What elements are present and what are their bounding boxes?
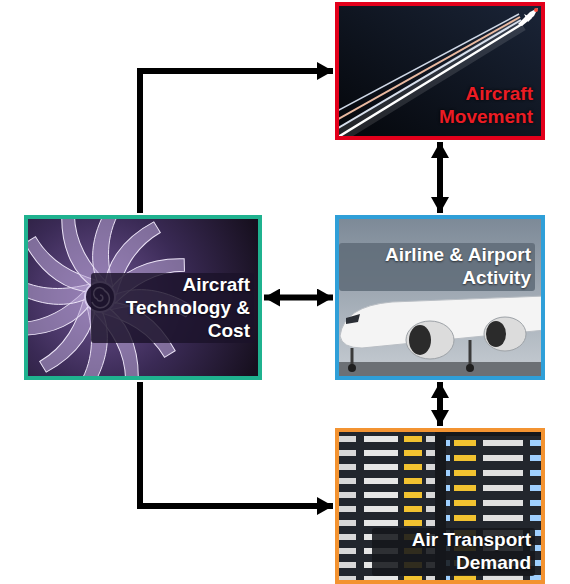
flow-arrow — [437, 142, 443, 213]
engine-intake — [409, 325, 431, 355]
flow-arrow — [264, 295, 333, 301]
technology-box: Aircraft Technology & Cost — [24, 215, 262, 380]
demand-box: Air Transport Demand — [335, 428, 545, 584]
plane-wing — [524, 14, 532, 22]
plane-silhouette — [518, 8, 538, 26]
landing-gear — [469, 340, 472, 366]
box-label: Airline & Airport Activity — [339, 243, 535, 291]
activity-box: Airline & Airport Activity — [335, 215, 545, 380]
wheel — [348, 364, 356, 372]
cockpit — [346, 314, 360, 324]
plane-picture — [335, 215, 545, 380]
wheel — [466, 364, 474, 372]
box-label: Aircraft Movement — [404, 82, 537, 130]
departure-board-picture — [335, 428, 545, 584]
engine — [484, 317, 526, 351]
board-ground — [335, 428, 545, 584]
sky — [335, 215, 545, 380]
landing-gear — [351, 348, 354, 366]
contrail-picture — [335, 2, 545, 140]
flow-arrow — [140, 382, 333, 506]
flow-arrow — [140, 71, 333, 213]
engine — [406, 321, 454, 359]
box-label: Air Transport Demand — [372, 528, 535, 576]
flow-arrow — [437, 382, 443, 426]
box-label: Aircraft Technology & Cost — [91, 273, 254, 343]
fan-picture — [24, 215, 262, 380]
engine-intake — [486, 321, 506, 347]
movement-box: Aircraft Movement — [335, 2, 545, 140]
plane-light — [534, 8, 538, 12]
